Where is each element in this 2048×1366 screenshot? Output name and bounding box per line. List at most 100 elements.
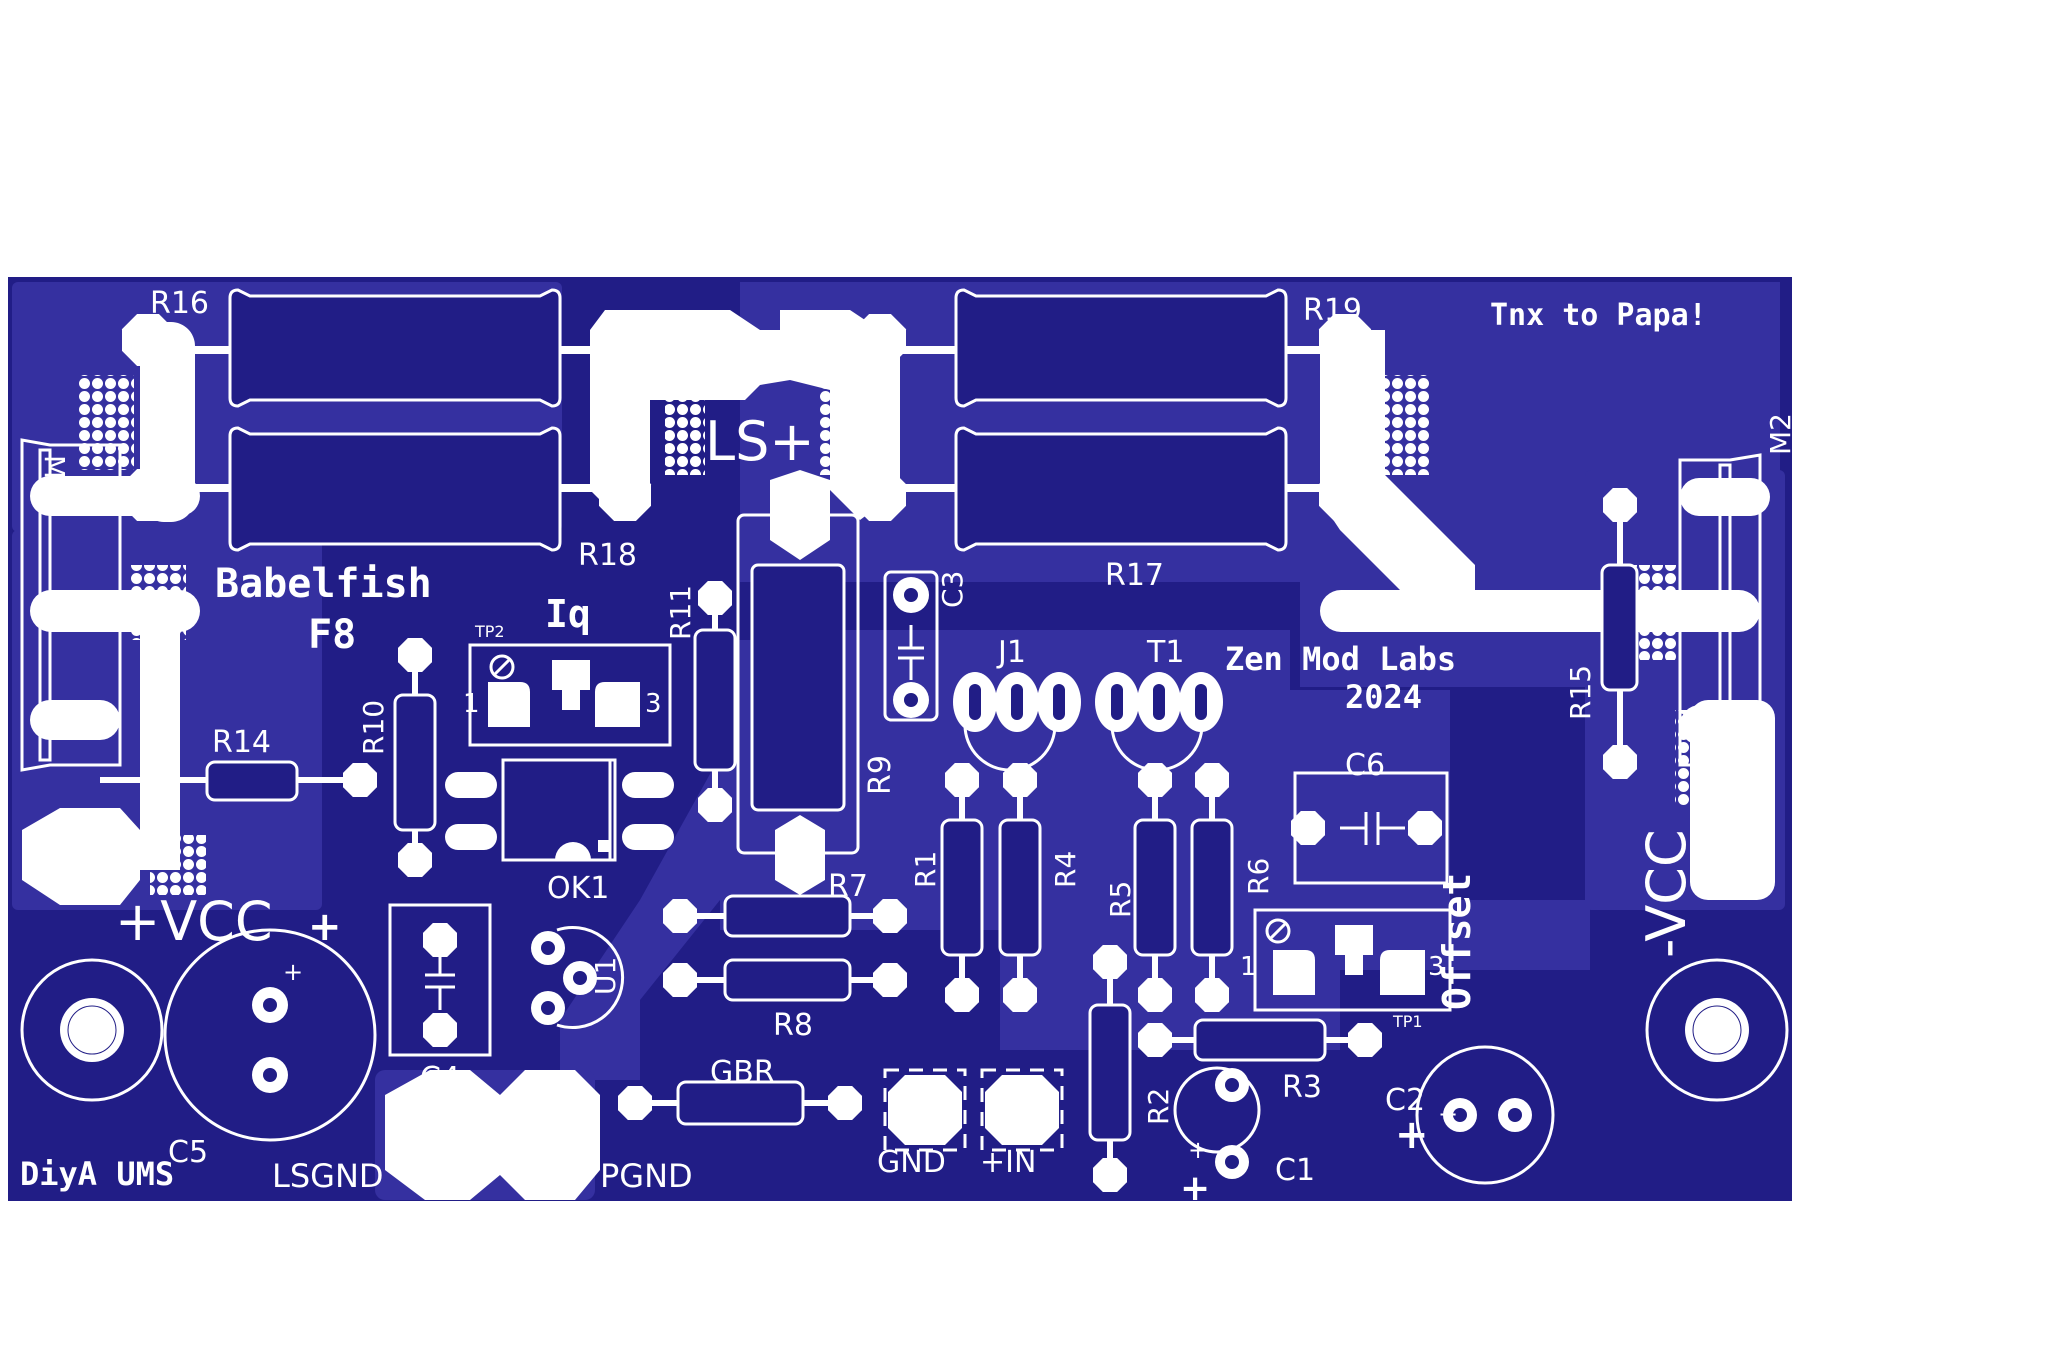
label-minus-vcc: -VCC (1635, 829, 1698, 958)
label-plus-in: +IN (980, 1145, 1036, 1180)
year-text: 2024 (1345, 678, 1422, 716)
label-lsgnd: LSGND (272, 1157, 384, 1195)
pin-three-tp2: 3 (645, 689, 662, 719)
octagon-pad (343, 763, 377, 797)
terminal-pads (883, 1068, 1064, 1152)
origin-text: DiyA UMS (20, 1155, 174, 1193)
c5-polarity-mark: + (308, 904, 342, 950)
label-r4: R4 (1049, 851, 1082, 888)
octagon-pad (599, 314, 651, 366)
octagon-pad (663, 899, 697, 933)
octagon-pad (423, 923, 457, 957)
silkscreen-text: R16 R18 R19 R17 R14 R10 R11 R9 C3 J1 T1 … (20, 286, 1797, 1209)
octagon-pad (945, 978, 979, 1012)
c1-plus-mark: + (1188, 1136, 1208, 1164)
label-r14: R14 (212, 725, 271, 760)
label-r3: R3 (1282, 1070, 1322, 1105)
label-c1: C1 (1275, 1153, 1315, 1188)
cap-symbols (425, 625, 1405, 1010)
octagon-pad (599, 469, 651, 521)
power-resistors (228, 288, 1288, 552)
octagon-pad (618, 1086, 652, 1120)
c2-polarity-mark: + (1395, 1112, 1429, 1158)
octagon-pad (1319, 469, 1371, 521)
resistor-r9-body (736, 470, 860, 895)
label-gbr: GBR (710, 1055, 775, 1090)
octagon-pads (122, 314, 1637, 1192)
ok1-body (501, 758, 617, 862)
label-c5: C5 (168, 1135, 208, 1170)
label-r16: R16 (150, 286, 209, 321)
octagon-pad (1003, 978, 1037, 1012)
label-iq: Iq (545, 592, 591, 636)
label-tp2: TP2 (474, 622, 505, 641)
u1-outline (531, 926, 625, 1029)
label-offset: Offset (1435, 873, 1479, 1010)
label-r1: R1 (909, 851, 942, 888)
octagon-pad (854, 314, 906, 366)
label-c2: C2 (1385, 1083, 1425, 1118)
label-r11: R11 (664, 585, 697, 640)
octagon-pad (663, 963, 697, 997)
transistor-pad-holes (969, 684, 1207, 720)
pin-one-tp2: 1 (463, 689, 480, 719)
label-c6: C6 (1345, 748, 1385, 783)
octagon-pad (1603, 488, 1637, 522)
pin-one-tp1: 1 (1240, 952, 1257, 982)
label-r19: R19 (1303, 293, 1362, 328)
pin-three-tp1: 3 (1428, 952, 1445, 982)
label-ls-plus: LS+ (705, 410, 815, 473)
maker-text: Zen Mod Labs (1225, 640, 1456, 678)
octagon-pad (873, 899, 907, 933)
octagon-pad (1319, 314, 1371, 366)
label-r5: R5 (1104, 881, 1137, 918)
label-r18: R18 (578, 538, 637, 573)
label-m2: M2 (1764, 413, 1797, 455)
octagon-pad (1195, 978, 1229, 1012)
octagon-pad (1291, 811, 1325, 845)
label-gnd: GND (877, 1145, 946, 1180)
label-t1: T1 (1146, 635, 1184, 670)
octagon-pad (1093, 945, 1127, 979)
credit-text: Tnx to Papa! (1490, 298, 1707, 333)
label-r15: R15 (1564, 665, 1597, 720)
c5-plus-mark: + (283, 958, 303, 986)
label-r7: R7 (828, 869, 868, 904)
label-tp1: TP1 (1392, 1012, 1423, 1031)
trimmer-adjust-icon (489, 654, 1291, 944)
octagon-pad (1348, 1023, 1382, 1057)
octagon-pad (1093, 1158, 1127, 1192)
octagon-pad (1003, 763, 1037, 797)
octagon-pad (854, 469, 906, 521)
octagon-pad (122, 314, 174, 366)
c1-polarity-mark: + (1180, 1168, 1210, 1209)
trimmer-outlines (468, 643, 1452, 1012)
octagon-pad (398, 638, 432, 672)
octagon-pad (1603, 745, 1637, 779)
label-r17: R17 (1105, 558, 1164, 593)
label-u1: U1 (589, 957, 622, 995)
round-pad-holes (263, 588, 1522, 1169)
octagon-pad (1138, 1023, 1172, 1057)
label-r2: R2 (1142, 1088, 1175, 1125)
mosfet-outlines (20, 438, 1762, 772)
label-c3: C3 (936, 571, 969, 608)
board-title: Babelfish (215, 561, 432, 607)
label-r9: R9 (863, 755, 898, 795)
label-j1: J1 (996, 635, 1026, 670)
octagon-pad (1138, 978, 1172, 1012)
label-ok1: OK1 (547, 871, 609, 906)
octagon-pad (1138, 763, 1172, 797)
label-r6: R6 (1242, 858, 1275, 895)
octagon-pad (122, 469, 174, 521)
label-r8: R8 (773, 1008, 813, 1043)
board-model: F8 (308, 612, 356, 658)
octagon-pad (873, 963, 907, 997)
label-m1: M1 (38, 455, 71, 497)
octagon-pad (398, 843, 432, 877)
octagon-pad (1408, 811, 1442, 845)
label-r10: R10 (357, 700, 390, 755)
octagon-pad (698, 788, 732, 822)
mounting-hole (20, 958, 1789, 1102)
